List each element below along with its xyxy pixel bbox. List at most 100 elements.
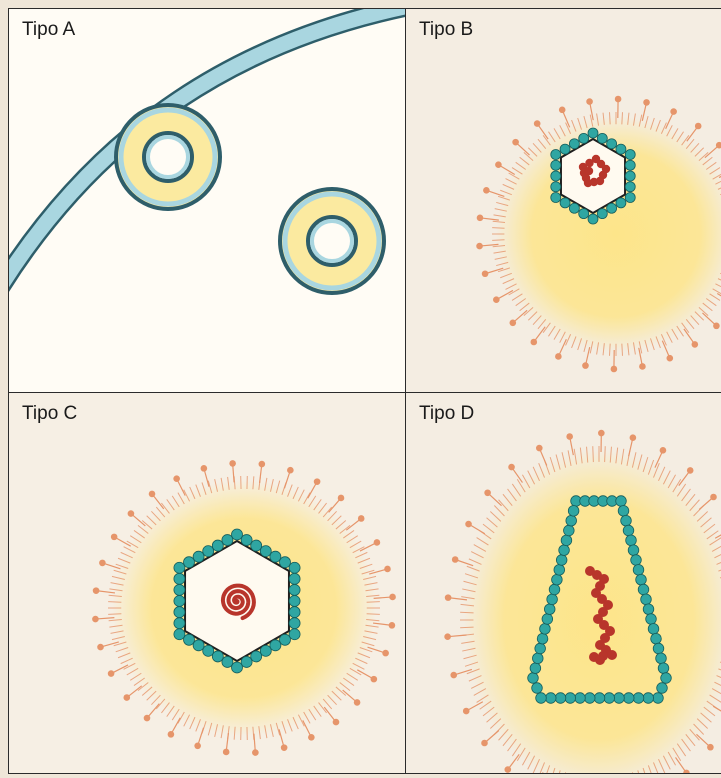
capsomere	[174, 618, 185, 629]
capsomere	[616, 198, 626, 208]
capsomere	[174, 562, 185, 573]
spike-knob	[252, 749, 259, 756]
capsomere	[636, 574, 647, 585]
capsomere	[540, 624, 551, 635]
spike-knob	[149, 491, 156, 498]
capsomere	[279, 634, 290, 645]
capsomere	[633, 693, 644, 704]
spike-knob	[223, 749, 230, 756]
spike-knob	[483, 187, 490, 194]
capsomere	[604, 693, 615, 704]
spike-knob	[308, 734, 315, 741]
capsomere	[289, 562, 300, 573]
envelope-tick	[492, 240, 504, 241]
capsomere	[569, 139, 579, 149]
spike-knob	[643, 99, 650, 106]
spike-knob	[482, 270, 489, 277]
capsomere	[597, 209, 607, 219]
spike-knob	[586, 98, 593, 105]
spike-knob	[333, 719, 340, 726]
spike-knob	[639, 363, 646, 370]
capsomere	[625, 171, 635, 181]
capsomere	[193, 640, 204, 651]
capsomere	[551, 150, 561, 160]
envelope-tick	[367, 614, 380, 615]
capsomere	[251, 651, 262, 662]
panel-label: Tipo D	[419, 403, 474, 425]
capsomere	[184, 557, 195, 568]
capsomere	[564, 525, 575, 536]
spike-knob	[512, 139, 519, 146]
capsomere	[626, 535, 637, 546]
spike-knob	[559, 107, 566, 114]
spike-knob	[92, 616, 99, 623]
spike-knob	[582, 362, 589, 369]
envelope-tick	[367, 602, 380, 603]
spike-knob	[660, 447, 667, 454]
capsomere	[568, 506, 579, 517]
spike-knob	[374, 539, 381, 546]
capsomere	[547, 594, 558, 605]
capsomere	[552, 574, 563, 585]
nucleic-acid-bead	[585, 167, 593, 175]
spike-knob	[477, 215, 484, 222]
spike-knob	[484, 489, 491, 496]
spike-knob	[530, 339, 537, 346]
envelope-tick	[605, 446, 606, 462]
capsomere	[542, 614, 553, 625]
capsomere	[251, 540, 262, 551]
spike-knob	[566, 433, 573, 440]
spike-knob	[508, 464, 515, 471]
spike-knob	[504, 766, 511, 773]
tipo-a-drawing	[9, 9, 407, 394]
spike-knob	[493, 296, 500, 303]
capsomere	[193, 551, 204, 562]
capsomere	[575, 693, 586, 704]
capsomere	[623, 525, 634, 536]
spike-knob	[144, 715, 151, 722]
capsomere	[607, 203, 617, 213]
capsomere	[584, 693, 595, 704]
capsomere	[625, 160, 635, 170]
tipo-d-drawing	[406, 393, 721, 773]
panel-tipo-a: Tipo A	[8, 8, 408, 395]
capsomere	[638, 584, 649, 595]
envelope-tick	[460, 612, 473, 613]
capsomere	[289, 573, 300, 584]
capsomere	[588, 214, 598, 224]
capsomere	[566, 515, 577, 526]
capsomere	[260, 546, 271, 557]
spike-knob	[555, 353, 562, 360]
spike-knob	[534, 120, 541, 127]
capsomere	[625, 150, 635, 160]
capsomere	[174, 607, 185, 618]
spike-knob	[667, 355, 674, 362]
capsomere	[559, 545, 570, 556]
capsomere	[551, 193, 561, 203]
panel-label: Tipo B	[419, 19, 473, 41]
capsomere	[174, 584, 185, 595]
spike-knob	[201, 465, 208, 472]
envelope-tick	[610, 344, 611, 356]
capsomere	[551, 171, 561, 181]
capsomere	[653, 643, 664, 654]
capsomere	[260, 645, 271, 656]
capsomere	[203, 645, 214, 656]
capsomere	[621, 515, 632, 526]
capsomere	[569, 203, 579, 213]
capsomere	[643, 604, 654, 615]
spike-knob	[463, 708, 470, 715]
spike-knob	[382, 650, 389, 657]
capsomere	[565, 693, 576, 704]
capsomere	[560, 144, 570, 154]
spike-knob	[611, 366, 618, 373]
capsomere	[270, 640, 281, 651]
capsomere	[545, 693, 556, 704]
tipo-b-drawing	[406, 9, 721, 394]
panel-label: Tipo A	[22, 19, 75, 41]
spike-knob	[168, 731, 175, 738]
spike-knob	[97, 644, 104, 651]
spike-knob	[692, 341, 699, 348]
spike-knob	[630, 434, 637, 441]
spike-knob	[444, 633, 451, 640]
